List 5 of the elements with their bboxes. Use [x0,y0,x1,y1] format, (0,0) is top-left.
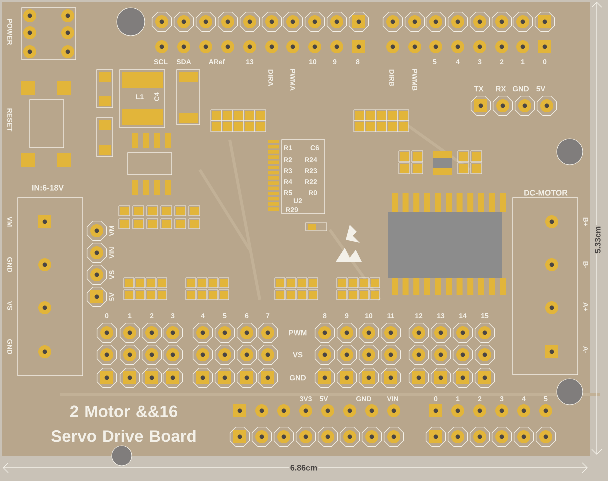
silkscreen-label: DC-MOTOR [524,190,568,196]
silkscreen-label: 2 Motor &&16 Servo Drive Board [52,406,196,442]
silkscreen-label: 6.86cm [289,464,319,472]
silkscreen-label: IN:6-18V [32,185,64,191]
silkscreen-label: 5.33cm [594,225,602,255]
